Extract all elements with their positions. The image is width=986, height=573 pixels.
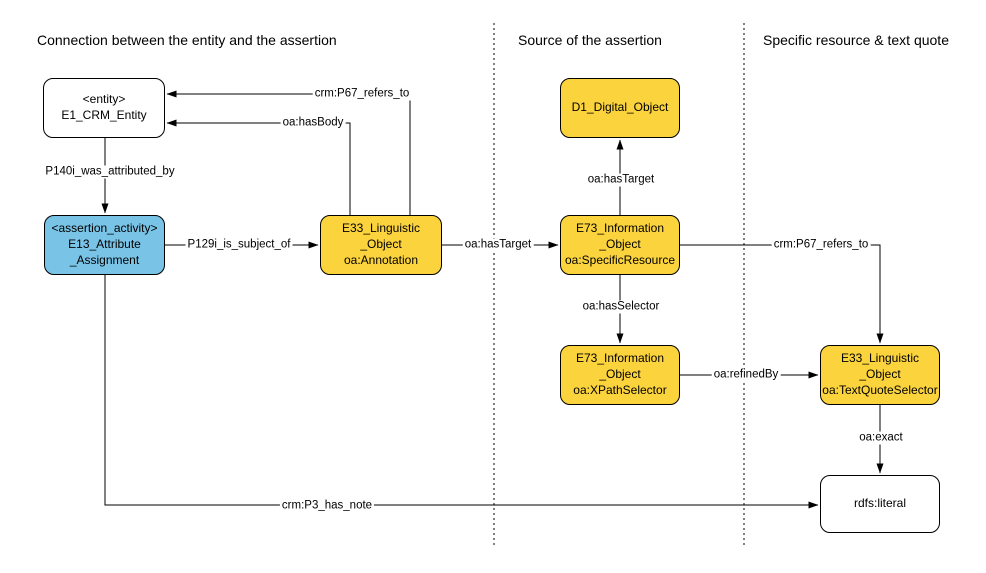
edge-label-has-target-horizontal: oa:hasTarget bbox=[462, 238, 534, 252]
edge-p3-has-note-line bbox=[104, 275, 819, 509]
edge-label-p129i-is-subject-of: P129i_is_subject_of bbox=[185, 238, 293, 252]
edge-has-body-line bbox=[166, 119, 351, 215]
node-e1-crm-entity: <entity> E1_CRM_Entity bbox=[43, 78, 165, 138]
edge-label-p67-refers-to-top: crm:P67_refers_to bbox=[312, 87, 412, 101]
edge-p67-refers-to-right-line bbox=[680, 244, 884, 344]
edge-p67-refers-to-top-line bbox=[166, 90, 411, 215]
node-e33-annotation: E33_Linguistic _Object oa:Annotation bbox=[320, 215, 442, 275]
edge-label-exact: oa:exact bbox=[857, 431, 905, 445]
node-e13-attribute-assignment: <assertion_activity> E13_Attribute _Assi… bbox=[44, 215, 165, 275]
edge-label-has-target-vertical: oa:hasTarget bbox=[585, 173, 657, 187]
region-title-connection: Connection between the entity and the as… bbox=[37, 32, 337, 48]
node-e73-xpath-selector: E73_Information _Object oa:XPathSelector bbox=[560, 345, 680, 405]
edge-label-has-selector: oa:hasSelector bbox=[580, 300, 662, 314]
node-e73-specific-resource: E73_Information _Object oa:SpecificResou… bbox=[560, 215, 680, 275]
edge-label-p140i-was-attributed-by: P140i_was_attributed_by bbox=[43, 165, 177, 179]
node-rdfs-literal: rdfs:literal bbox=[820, 475, 940, 533]
edge-label-has-body: oa:hasBody bbox=[280, 116, 346, 130]
region-title-specific-resource: Specific resource & text quote bbox=[763, 32, 949, 48]
edge-label-p3-has-note: crm:P3_has_note bbox=[279, 499, 375, 513]
node-d1-digital-object: D1_Digital_Object bbox=[560, 78, 680, 138]
edge-label-p67-refers-to-right: crm:P67_refers_to bbox=[771, 238, 871, 252]
edge-label-refined-by: oa:refinedBy bbox=[711, 368, 781, 382]
region-title-source: Source of the assertion bbox=[518, 32, 662, 48]
node-e33-text-quote-selector: E33_Linguistic _Object oa:TextQuoteSelec… bbox=[820, 345, 940, 405]
